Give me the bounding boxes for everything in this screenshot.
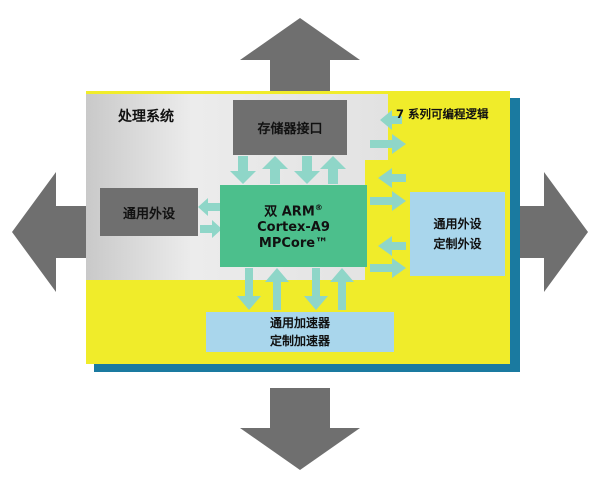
bus-arrow-acc-up-2 (330, 268, 354, 310)
bus-arrow-periph-right (200, 220, 222, 238)
bus-arrow-acc-down-2 (304, 268, 328, 310)
registered-mark: ® (314, 202, 323, 212)
general-peripheral-label: 通用外设 (122, 206, 175, 222)
bus-arrow-acc-up-1 (265, 268, 289, 310)
bus-arrow-mem-up-1 (262, 156, 288, 184)
bus-arrow-acc-down-1 (237, 268, 261, 310)
accelerator-box: 通用加速器 定制加速器 (206, 312, 394, 352)
bus-arrow-pl-2 (370, 134, 406, 154)
memory-interface-label: 存储器接口 (257, 122, 323, 137)
general-peripheral-box: 通用外设 (100, 188, 198, 236)
bus-arrow-mem-down-2 (294, 156, 320, 184)
accelerator-bus-arrows (237, 268, 354, 310)
cpu-box: 双 ARM® Cortex-A9 MPCore™ (220, 185, 367, 267)
custom-peripheral-line-1: 通用外设 (433, 217, 482, 231)
bus-arrow-mem-up-2 (320, 156, 346, 184)
cpu-name: 双 ARM (264, 204, 315, 220)
bus-arrow-mem-down-1 (230, 156, 256, 184)
cpu-line-2: Cortex-A9 (257, 220, 330, 236)
memory-interface-box: 存储器接口 (233, 100, 347, 155)
custom-peripheral-line-2: 定制外设 (433, 237, 482, 251)
bus-arrow-pl-4 (370, 191, 406, 211)
peripheral-bus-arrows (198, 198, 222, 238)
big-arrow-right (512, 172, 588, 292)
cpu-line-1: 双 ARM® (264, 200, 323, 220)
bus-arrow-periph-left (198, 198, 220, 216)
bus-arrow-pl-6 (370, 258, 406, 278)
ps-label: 处理系统 (118, 109, 174, 125)
memory-bus-arrows (230, 156, 346, 184)
bus-arrow-pl-3 (378, 168, 406, 188)
accelerator-line-2: 定制加速器 (269, 334, 330, 348)
pl-bus-arrows (370, 110, 406, 278)
accelerator-line-1: 通用加速器 (269, 316, 330, 330)
bus-arrow-pl-1 (380, 110, 402, 130)
big-arrow-up (240, 18, 360, 100)
pl-label: 7 系列可编程逻辑 (396, 107, 489, 121)
bus-arrow-pl-5 (378, 236, 406, 256)
big-arrow-left (12, 172, 92, 292)
custom-peripheral-box: 通用外设 定制外设 (410, 192, 505, 276)
cpu-line-3: MPCore™ (258, 236, 329, 252)
big-arrow-down (240, 388, 360, 470)
